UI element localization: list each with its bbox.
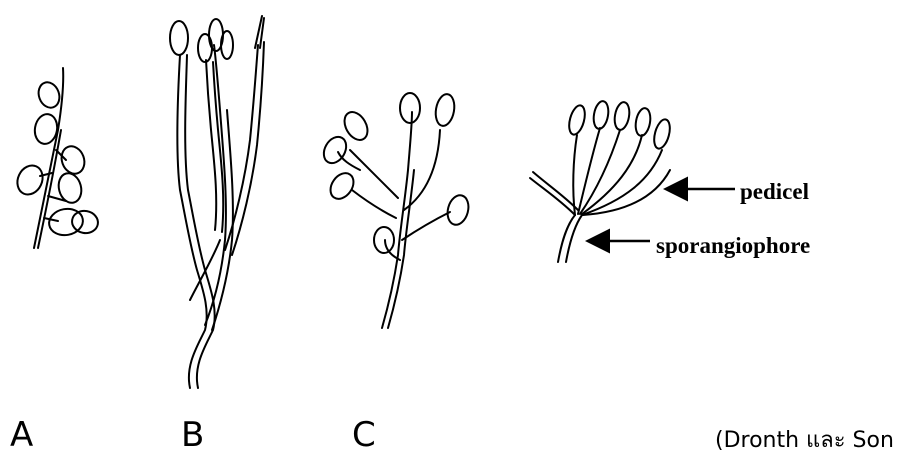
pedicel-label: pedicel (740, 180, 809, 203)
panel-label-b: B (181, 418, 204, 452)
source-citation: (Dronth และ Son (715, 430, 894, 452)
drawing-a (13, 68, 100, 248)
drawing-c (319, 93, 471, 328)
drawing-b (170, 16, 264, 388)
drawing-d (530, 100, 673, 262)
sporangiophore-label: sporangiophore (656, 234, 810, 257)
panel-label-c: C (352, 418, 376, 452)
panel-label-a: A (10, 418, 33, 452)
